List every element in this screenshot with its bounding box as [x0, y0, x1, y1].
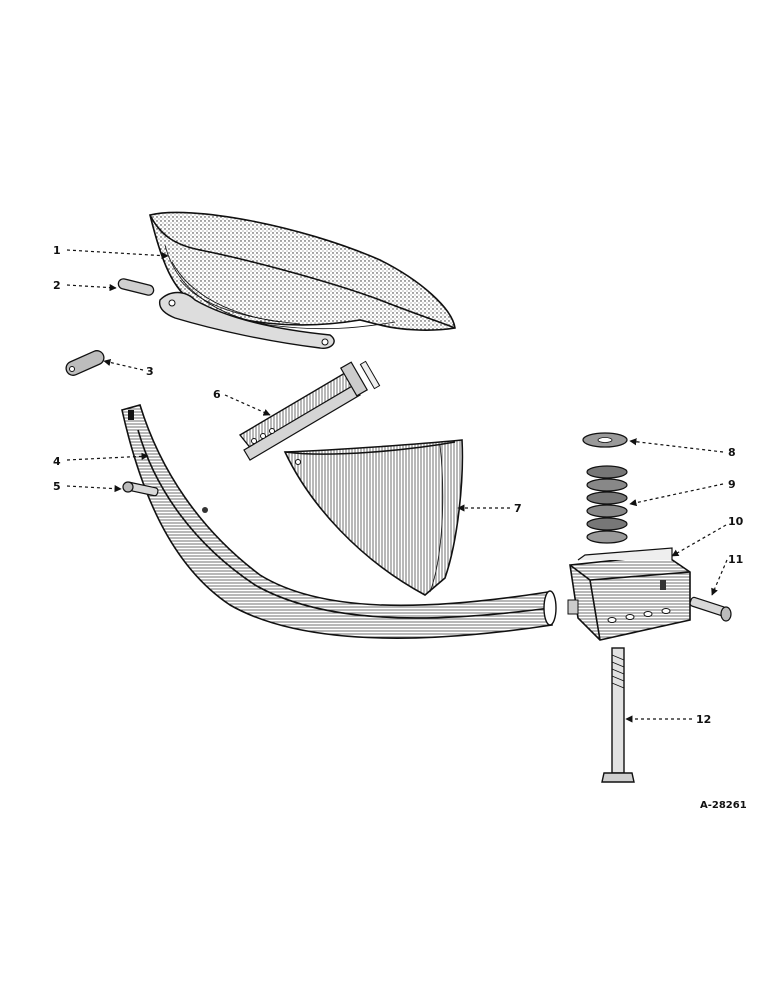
- callout-1: 1: [53, 244, 61, 257]
- callout-5: 5: [53, 480, 61, 493]
- part-spring-9: [586, 465, 628, 544]
- callout-10: 10: [728, 515, 744, 528]
- callout-6: 6: [213, 388, 221, 401]
- part-bolt-5: [122, 481, 159, 497]
- part-spacer-3: [65, 350, 105, 376]
- callout-9: 9: [728, 478, 736, 491]
- part-washer-8: [582, 432, 628, 448]
- part-clamp-6: [238, 360, 381, 461]
- part-shield-7: [283, 439, 464, 596]
- callout-labels: 1 2 3 4 5 6 7 8 9 10 11 12: [53, 244, 744, 726]
- part-seat-bar: [121, 404, 557, 639]
- drawing-reference: A-28261: [700, 800, 747, 811]
- callout-11: 11: [728, 553, 743, 566]
- callout-8: 8: [728, 446, 736, 459]
- part-seat: [149, 211, 456, 350]
- leader-lines: [66, 249, 728, 723]
- callout-3: 3: [146, 365, 154, 378]
- part-pin-2: [117, 278, 155, 296]
- part-bolt-11: [689, 596, 732, 622]
- part-bolt-12: [601, 647, 635, 783]
- callout-7: 7: [514, 502, 522, 515]
- callout-4: 4: [53, 455, 61, 468]
- part-bracket-10: [567, 547, 691, 641]
- callout-12: 12: [696, 713, 711, 726]
- callout-2: 2: [53, 279, 61, 292]
